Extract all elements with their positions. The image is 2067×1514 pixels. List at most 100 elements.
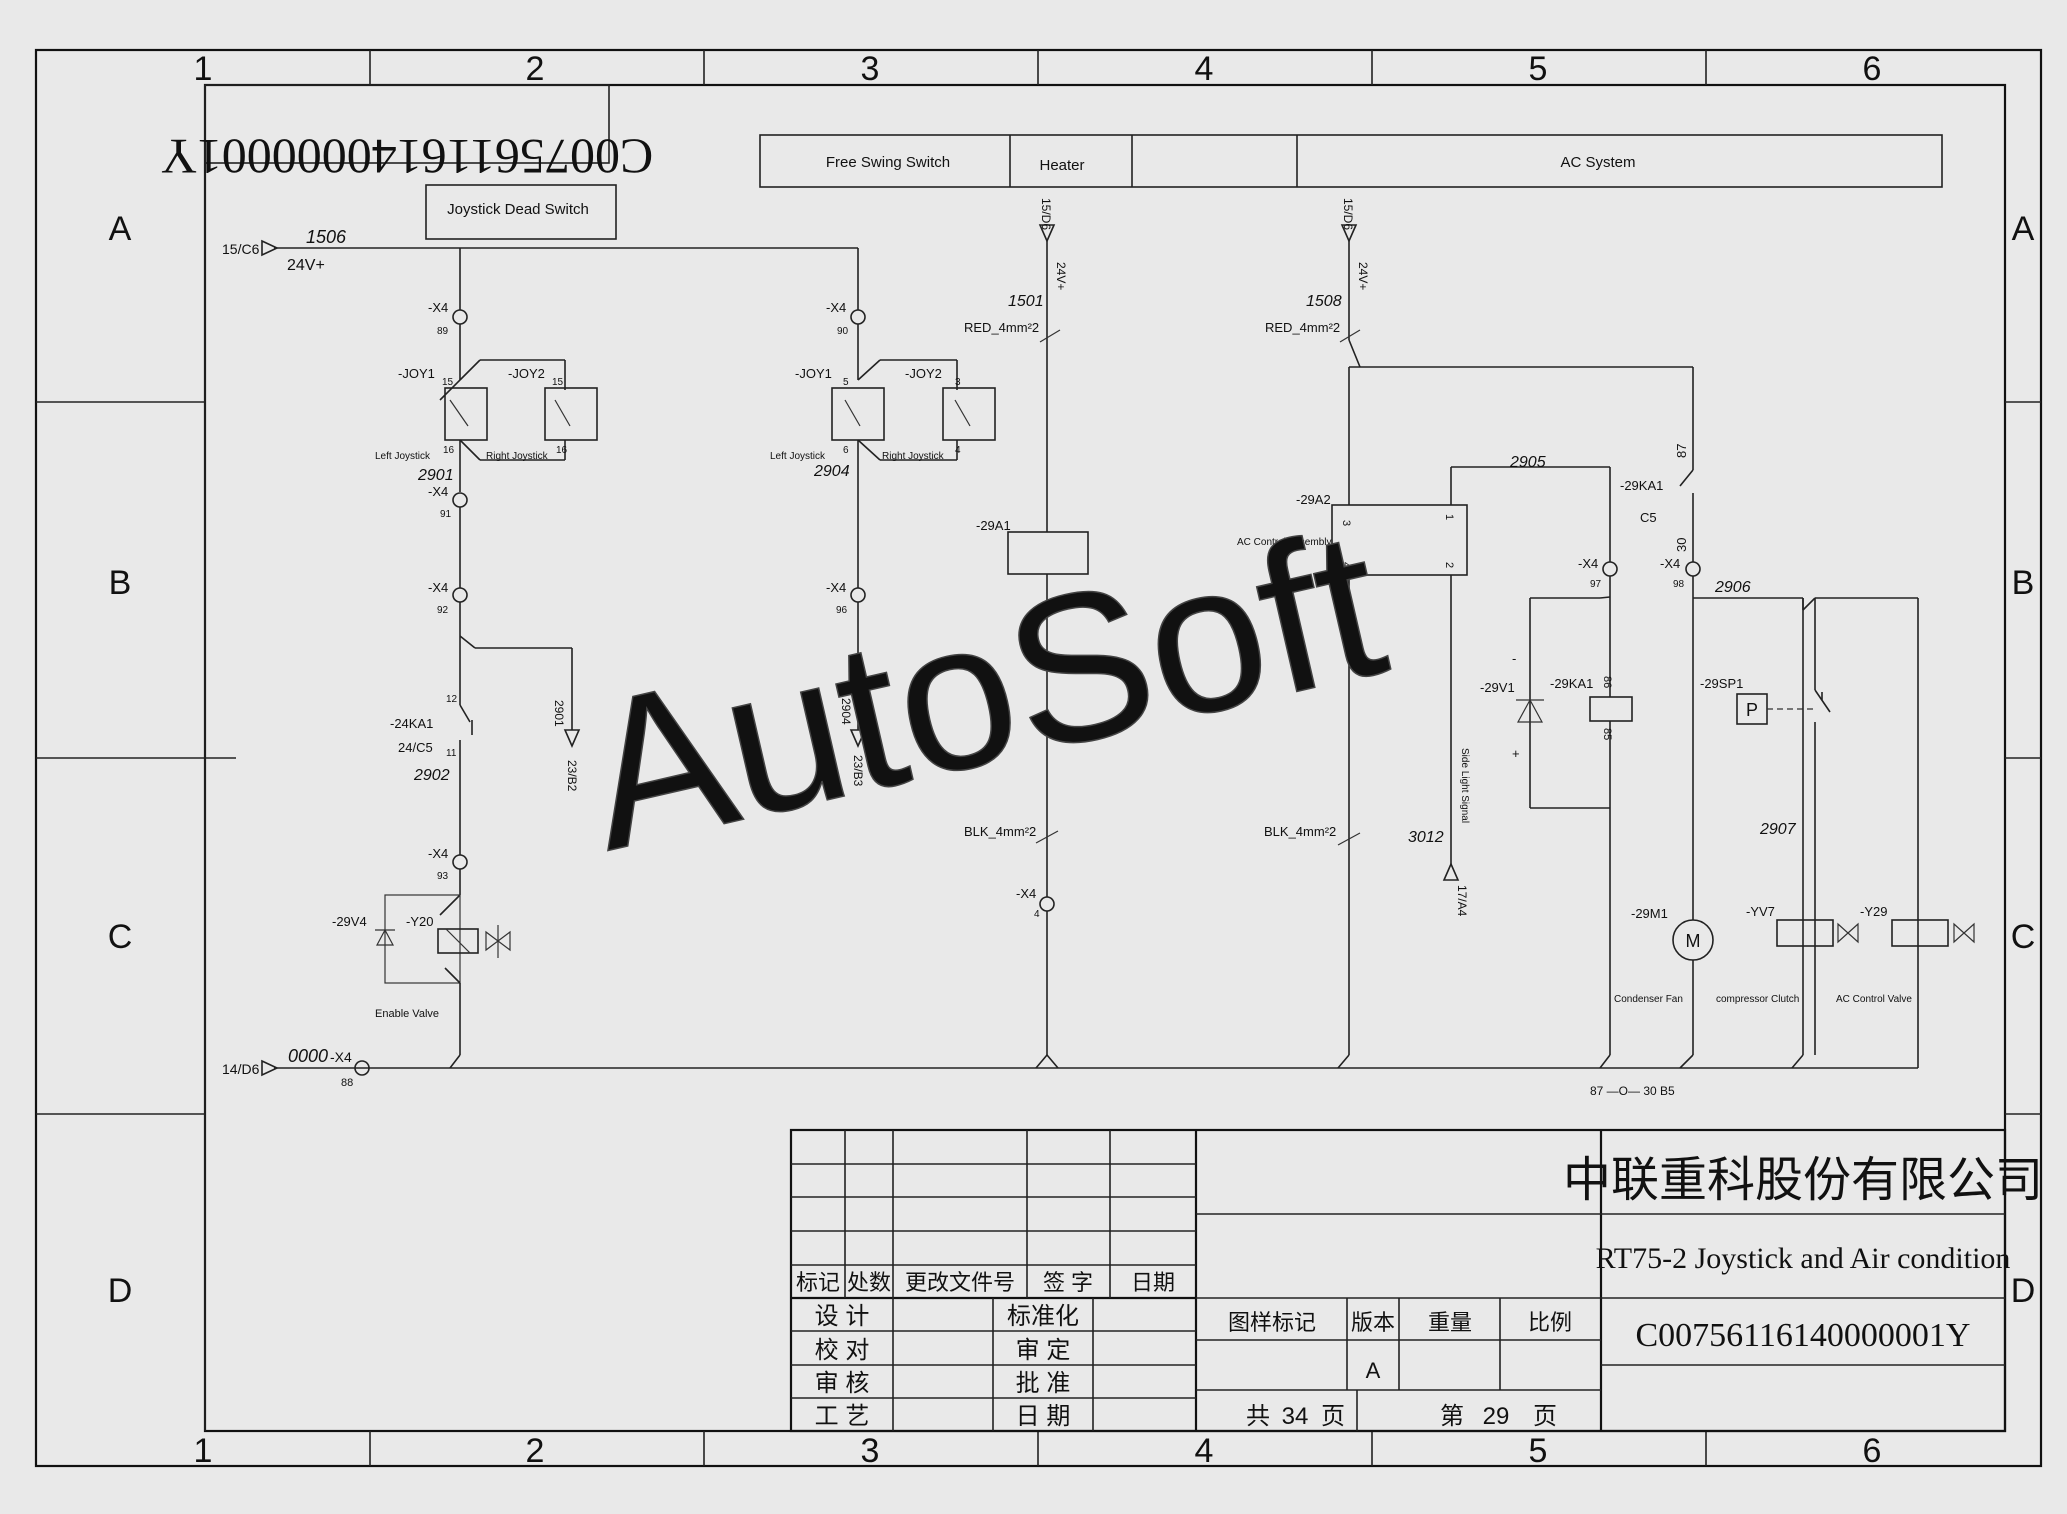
pin-30: 30 (1674, 538, 1689, 552)
left-joystick-label: Left Joystick (375, 451, 431, 462)
col-label: 5 (1529, 50, 1548, 88)
pin-3: 3 (1340, 520, 1352, 526)
row-label: C (108, 918, 133, 956)
version-value: A (1366, 1358, 1381, 1383)
pin-15: 15 (552, 377, 564, 388)
joy1-label: -JOY1 (398, 366, 435, 381)
pin-98: 98 (1673, 579, 1685, 590)
col-label: 4 (1195, 50, 1214, 88)
ac-system-header: AC System (1560, 154, 1635, 171)
ka24-ref: 24/C5 (398, 740, 433, 755)
col-label: 5 (1529, 1432, 1548, 1470)
pin-12: 12 (446, 694, 458, 705)
ref-23b2: 23/B2 (565, 760, 579, 792)
contact-cross-ref: 87 —O— 30 B5 (1590, 1084, 1675, 1098)
relay-coil-label: -29KA1 (1550, 676, 1593, 691)
schematic-wires (261, 224, 1975, 1077)
wire-1508: 1508 (1306, 293, 1342, 310)
pin-87: 87 (1674, 444, 1689, 458)
x4-label: -X4 (826, 300, 846, 315)
row-label: B (2012, 564, 2035, 602)
col-label: 4 (1195, 1432, 1214, 1470)
relay-contact-label: -29KA1 (1620, 478, 1663, 493)
pressure-symbol: P (1746, 700, 1758, 720)
x4-label: -X4 (428, 580, 448, 595)
heater-ref: 15/D6 (1039, 198, 1053, 230)
total-pages: 34 (1282, 1403, 1309, 1430)
ground-ref: 14/D6 (222, 1061, 260, 1077)
joy1-label: -JOY1 (795, 366, 832, 381)
x4-label: -X4 (428, 300, 448, 315)
ac-ref: 15/D6 (1341, 198, 1355, 230)
motor-symbol: M (1686, 931, 1701, 951)
column-labels-bottom: 1 2 3 4 5 6 (194, 1432, 1882, 1470)
pin-4: 4 (955, 445, 961, 456)
col-label: 6 (1863, 1432, 1882, 1470)
row-label: D (108, 1272, 133, 1310)
free-swing-header: Free Swing Switch (826, 154, 950, 171)
yv7-label: -YV7 (1746, 904, 1775, 919)
right-joystick-label: Right Joystick (486, 451, 549, 462)
pin-89: 89 (437, 326, 449, 337)
row-label: D (2011, 1272, 2036, 1310)
supply-ref: 15/C6 (222, 241, 260, 257)
heater-header: Heater (1039, 157, 1084, 174)
supply-voltage: 24V+ (287, 257, 325, 274)
col-label: 1 (194, 50, 213, 88)
wire-3012: 3012 (1408, 829, 1444, 846)
row-label: C (2011, 918, 2036, 956)
ac-blk-wire: BLK_4mm²2 (1264, 824, 1336, 839)
role-check: 校 对 (815, 1337, 870, 1364)
info-header-version: 版本 (1351, 1310, 1395, 1335)
col-label: 3 (861, 50, 880, 88)
ref-wire-2904: 2904 (839, 698, 853, 725)
x4-label: -X4 (1578, 556, 1598, 571)
title-block-text: 中联重科股份有限公司 RT75-2 Joystick and Air condi… (796, 1154, 2043, 1430)
row-label: A (2012, 210, 2035, 248)
col-label: 3 (861, 1432, 880, 1470)
ac-control-valve-label: AC Control Valve (1836, 994, 1912, 1005)
pin-4: 4 (1340, 562, 1352, 568)
joy2-label: -JOY2 (905, 366, 942, 381)
row-label: A (109, 210, 132, 248)
pin-86: 86 (1601, 676, 1613, 688)
title-block (789, 1128, 2007, 1433)
circuit-labels: 15/C6 1506 24V+ 14/D6 0000 -X4 88 -X4 89… (222, 198, 1912, 1098)
pin-3: 3 (955, 377, 961, 388)
heater-voltage: 24V+ (1054, 262, 1068, 290)
role-design: 设 计 (815, 1303, 870, 1330)
pin-4: 4 (1034, 909, 1040, 920)
info-header-weight: 重量 (1428, 1310, 1472, 1335)
page-unit: 页 (1533, 1403, 1557, 1430)
rev-header-date: 日期 (1131, 1270, 1175, 1295)
heater-red-wire: RED_4mm²2 (964, 320, 1039, 335)
company-name: 中联重科股份有限公司 (1563, 1154, 2043, 1207)
pin-15: 15 (442, 377, 454, 388)
group-headers: Joystick Dead Switch Free Swing Switch H… (425, 134, 1943, 240)
rev-header-count: 处数 (847, 1270, 891, 1295)
motor-label: -29M1 (1631, 906, 1668, 921)
pressure-switch-label: -29SP1 (1700, 676, 1743, 691)
rev-header-doc: 更改文件号 (905, 1270, 1015, 1295)
col-label: 2 (526, 50, 545, 88)
ac-29a2-label: -29A2 (1296, 492, 1331, 507)
enable-valve-label: Enable Valve (375, 1008, 439, 1020)
pin-16: 16 (556, 445, 568, 456)
rev-header-mark: 标记 (796, 1270, 840, 1295)
role-standard: 标准化 (1007, 1303, 1079, 1330)
ref-17a4: 17/A4 (1455, 885, 1469, 917)
wire-2906: 2906 (1714, 579, 1751, 596)
supply-wire: 1506 (306, 227, 347, 247)
pin-96: 96 (836, 605, 848, 616)
pin-90: 90 (837, 326, 849, 337)
ground-pin: 88 (341, 1077, 353, 1089)
heater-29a1-label: -29A1 (976, 518, 1011, 533)
total-pages-label: 共 (1246, 1403, 1270, 1430)
wire-1501: 1501 (1008, 293, 1044, 310)
wire-2901: 2901 (417, 467, 454, 484)
pin-6: 6 (843, 445, 849, 456)
col-label: 2 (526, 1432, 545, 1470)
info-header-scale: 比例 (1528, 1310, 1572, 1335)
role-approve: 审 定 (1016, 1337, 1071, 1364)
info-header-mark: 图样标记 (1228, 1310, 1316, 1335)
